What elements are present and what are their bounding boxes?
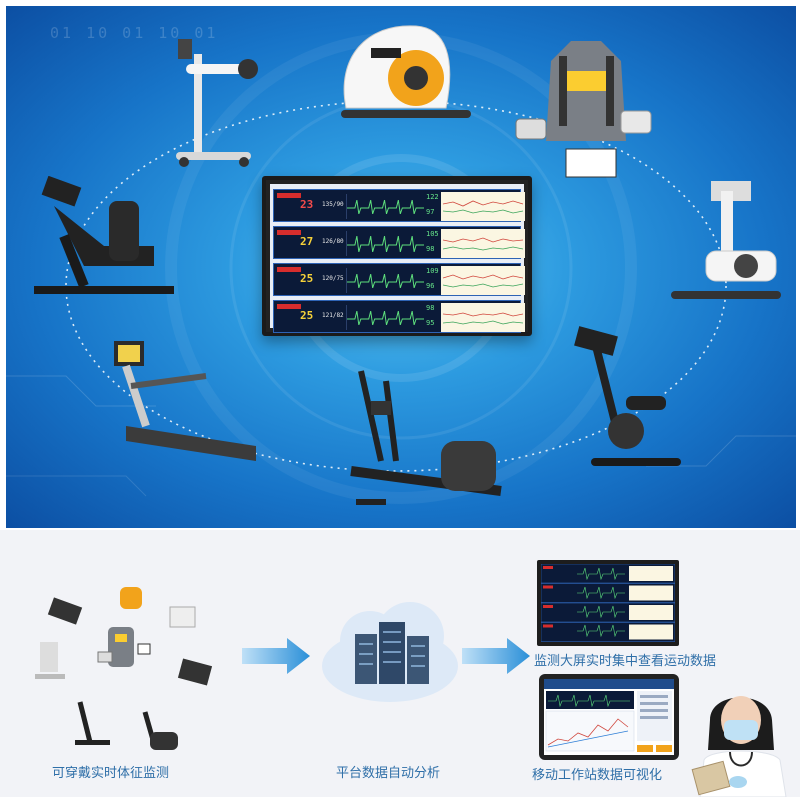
spo2-value: 105 xyxy=(426,230,439,238)
upper-limb-rehab-device xyxy=(176,39,258,167)
spo2-value: 109 xyxy=(426,267,439,275)
heart-rate-value: 23 xyxy=(300,198,314,211)
blood-pressure-value: 121/82 xyxy=(322,312,344,319)
step2-caption: 平台数据自动分析 xyxy=(336,765,441,780)
upright-exercise-bike xyxy=(574,326,681,466)
wearable-monitoring-vest xyxy=(515,41,652,178)
heart-rate-value: 25 xyxy=(300,309,314,322)
wearable-devices-cluster xyxy=(35,587,213,750)
patient-tag xyxy=(277,193,301,198)
tablet-content xyxy=(544,679,674,752)
ecg-waveform xyxy=(346,231,424,256)
trend-chart xyxy=(441,192,525,221)
trend-chart xyxy=(441,266,525,295)
big-screen-monitor xyxy=(537,560,679,646)
cloud-server-icon xyxy=(322,602,458,702)
monitor-row: 23 135/90 122 97 xyxy=(273,189,525,222)
trend-chart xyxy=(441,229,525,258)
step3a-caption: 监测大屏实时集中查看运动数据 xyxy=(534,653,717,668)
hero-banner: 01 10 01 10 01 xyxy=(6,6,796,528)
monitor-row: 25 120/75 109 96 xyxy=(273,263,525,296)
trend-chart xyxy=(441,303,525,332)
ecg-waveform xyxy=(346,194,424,219)
resp-value: 95 xyxy=(426,319,435,327)
ecg-waveform xyxy=(346,305,424,330)
step3b-caption: 移动工作站数据可视化 xyxy=(532,767,663,782)
mobile-workstation-tablet xyxy=(539,674,679,760)
rehab-upright-bike xyxy=(671,181,781,299)
central-monitor-screen: 23 135/90 122 97 27 126/80 105 98 xyxy=(262,176,532,336)
blood-pressure-value: 126/80 xyxy=(322,238,344,245)
monitor-display: 23 135/90 122 97 27 126/80 105 98 xyxy=(270,184,525,333)
monitor-row: 27 126/80 105 98 xyxy=(273,226,525,259)
patient-tag xyxy=(277,230,301,235)
heart-rate-value: 25 xyxy=(300,272,314,285)
blood-pressure-value: 135/90 xyxy=(322,201,344,208)
big-screen-content xyxy=(540,563,676,642)
elliptical-trainer xyxy=(350,370,502,505)
recumbent-bike xyxy=(34,176,174,294)
flow-arrow-right xyxy=(242,638,310,674)
binary-decoration: 01 10 01 10 01 xyxy=(50,24,219,42)
patient-tag xyxy=(277,304,301,309)
workflow-section: 可穿戴实时体征监测 平台数据自动分析 xyxy=(0,530,800,797)
spo2-value: 98 xyxy=(426,304,435,312)
big-screen-display xyxy=(540,563,676,642)
heart-rate-value: 27 xyxy=(300,235,314,248)
doctor-illustration xyxy=(691,696,787,797)
resp-value: 96 xyxy=(426,282,435,290)
blood-pressure-value: 120/75 xyxy=(322,275,344,282)
tablet-display xyxy=(544,679,674,755)
monitor-row: 25 121/82 98 95 xyxy=(273,300,525,333)
patient-tag xyxy=(277,267,301,272)
ecg-waveform xyxy=(346,268,424,293)
step1-caption: 可穿戴实时体征监测 xyxy=(52,765,170,780)
flow-arrow-right xyxy=(462,638,530,674)
resp-value: 98 xyxy=(426,245,435,253)
treadmill xyxy=(114,341,256,461)
bedside-cycle-ergometer xyxy=(341,25,471,118)
spo2-value: 122 xyxy=(426,193,439,201)
resp-value: 97 xyxy=(426,208,435,216)
